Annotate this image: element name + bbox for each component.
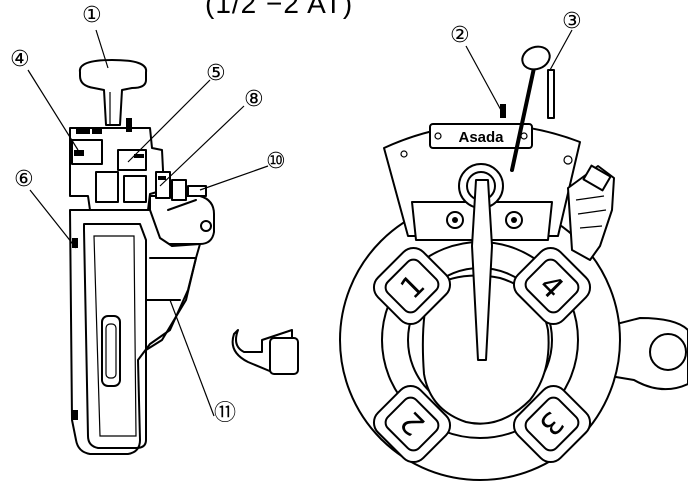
long-handle <box>471 179 493 361</box>
callout-3: ③ <box>562 9 582 34</box>
chaser-1: 1 <box>372 246 452 326</box>
front-view: Asada <box>231 45 688 481</box>
figure-title: (1/2 −2 AT) <box>205 0 354 19</box>
callout-5: ⑥ <box>14 167 34 192</box>
side-slot <box>101 315 121 387</box>
callout-8: ⑧ <box>244 87 264 112</box>
chaser-4: 4 <box>512 246 592 326</box>
chaser-3: 3 <box>512 384 592 464</box>
t-handle <box>78 59 148 126</box>
chaser-2: 2 <box>372 384 452 464</box>
leader-lines <box>27 29 573 417</box>
callout-6: ⑤ <box>206 61 226 86</box>
callout-11: ⑪ <box>214 401 236 426</box>
brand-label: Asada <box>458 129 504 146</box>
callout-2: ② <box>450 23 470 48</box>
callouts: ① ④ ⑤ ⑧ ⑩ ⑥ ⑪ ② ③ <box>10 3 582 426</box>
callout-4: ④ <box>10 47 30 72</box>
callout-1: ① <box>82 3 102 28</box>
side-view <box>69 59 215 455</box>
callout-10: ⑩ <box>266 149 286 174</box>
